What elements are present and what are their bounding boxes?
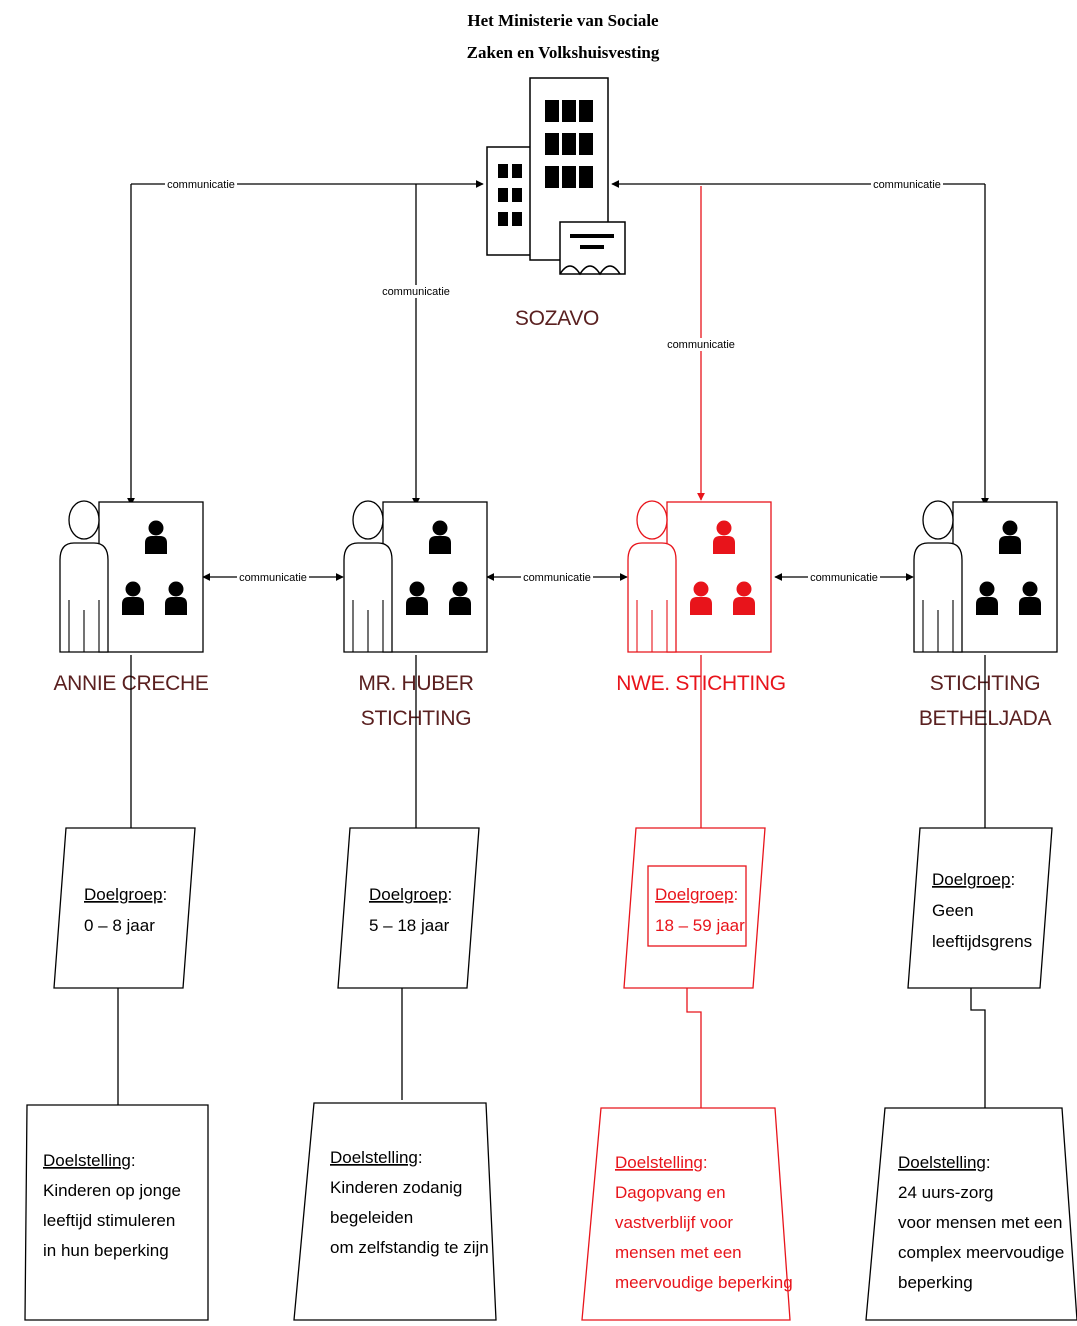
doelstelling-line: meervoudige beperking <box>615 1273 793 1292</box>
doelstelling-line: voor mensen met een <box>898 1213 1062 1232</box>
doelstelling-line: leeftijd stimuleren <box>43 1211 175 1230</box>
organization-4: STICHTINGBETHELJADADoelgroep:Geenleeftij… <box>865 500 1077 1321</box>
doelgroep-box <box>623 827 766 989</box>
connector-line <box>686 988 702 1108</box>
doelstelling-line: begeleiden <box>330 1208 413 1227</box>
group-icon <box>913 500 1058 653</box>
doelstelling-line: om zelfstandig te zijn <box>330 1238 489 1257</box>
doelstelling-line: Dagopvang en <box>615 1183 726 1202</box>
doelstelling-label: Doelstelling: <box>330 1148 423 1167</box>
diagram-title-line1: Het Ministerie van Sociale <box>467 11 659 30</box>
group-icon <box>343 500 488 653</box>
doelgroep-label: Doelgroep: <box>84 885 167 904</box>
doelgroep-label: Doelgroep: <box>655 885 738 904</box>
connector-label: communicatie <box>873 179 941 191</box>
connector-label: communicatie <box>382 286 450 298</box>
doelgroep-box <box>337 827 480 989</box>
doelstelling-label: Doelstelling: <box>898 1153 991 1172</box>
doelstelling-box <box>865 1107 1077 1321</box>
diagram-title-line2: Zaken en Volkshuisvesting <box>467 43 660 62</box>
doelstelling-box <box>293 1102 497 1321</box>
doelstelling-line: vastverblijf voor <box>615 1213 733 1232</box>
doelstelling-box <box>24 1104 209 1321</box>
connector-label: communicatie <box>523 572 591 584</box>
connector-label: communicatie <box>810 572 878 584</box>
doelgroep-value: Geen <box>932 901 974 920</box>
doelgroep-box <box>53 827 196 989</box>
doelstelling-label: Doelstelling: <box>615 1153 708 1172</box>
connector-label: communicatie <box>239 572 307 584</box>
connector-label: communicatie <box>167 179 235 191</box>
doelstelling-line: Kinderen op jonge <box>43 1181 181 1200</box>
doelgroep-box <box>907 827 1053 989</box>
connector-line <box>970 988 986 1108</box>
ministry-building-icon <box>486 77 626 276</box>
doelstelling-line: Kinderen zodanig <box>330 1178 462 1197</box>
doelstelling-line: mensen met een <box>615 1243 742 1262</box>
doelgroep-label: Doelgroep: <box>932 870 1015 889</box>
doelstelling-line: beperking <box>898 1273 973 1292</box>
doelgroep-value: 18 – 59 jaar <box>655 916 745 935</box>
doelgroep-value: 0 – 8 jaar <box>84 916 155 935</box>
doelstelling-line: complex meervoudige <box>898 1243 1064 1262</box>
connector-label: communicatie <box>667 339 735 351</box>
doelgroep-highlight-frame <box>647 865 747 947</box>
doelstelling-line: 24 uurs-zorg <box>898 1183 993 1202</box>
group-icon <box>627 500 772 653</box>
doelstelling-label: Doelstelling: <box>43 1151 136 1170</box>
ministry-label: SOZAVO <box>515 307 599 330</box>
doelstelling-line: in hun beperking <box>43 1241 169 1260</box>
doelgroep-value: 5 – 18 jaar <box>369 916 450 935</box>
group-icon <box>59 500 204 653</box>
doelstelling-box <box>581 1107 791 1321</box>
doelgroep-label: Doelgroep: <box>369 885 452 904</box>
doelgroep-value: leeftijdsgrens <box>932 932 1032 951</box>
